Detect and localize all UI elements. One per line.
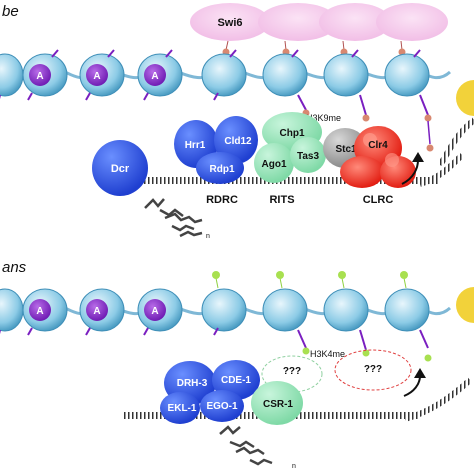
- cde1-label: CDE-1: [221, 375, 251, 386]
- swi6-oval: [376, 3, 448, 41]
- drh3-label: DRH-3: [177, 378, 208, 389]
- nucleosome: A: [137, 53, 183, 97]
- dcr-label: Dcr: [111, 163, 130, 175]
- methyl-mark: [426, 144, 434, 152]
- dna-curve: [419, 152, 465, 187]
- nucleosome: [201, 53, 247, 97]
- nucleosome: [323, 288, 369, 332]
- methyl-mark: [424, 114, 432, 122]
- h3k9me-label: H3K9me: [306, 113, 341, 123]
- stc1-label: Stc1: [335, 144, 357, 155]
- acetyl-label: A: [93, 306, 100, 317]
- nucleosome: [384, 53, 430, 97]
- swi6-label: Swi6: [217, 17, 242, 29]
- nucleosome: [262, 53, 308, 97]
- swi6-oval: [319, 3, 391, 41]
- curved-arrow: [401, 159, 419, 185]
- nucleosome: [0, 53, 24, 97]
- ekl1-label: EKL-1: [168, 403, 197, 414]
- nucleosome: [384, 288, 430, 332]
- dna-tail: [437, 117, 474, 167]
- nucleosome-row: A A A: [0, 49, 434, 152]
- bottom-panel: ans A A A: [0, 259, 474, 470]
- top-species-label: be: [2, 3, 19, 20]
- h3k4-mark: [212, 271, 220, 279]
- swi6-group: Swi6: [190, 3, 448, 56]
- clr4-label: Clr4: [368, 140, 388, 151]
- rna-tail-label: n: [292, 463, 296, 470]
- h3k4-mark: [302, 347, 310, 355]
- bottom-species-label: ans: [2, 259, 27, 276]
- unknown-label-2: ???: [364, 364, 382, 375]
- rdrc-label: RDRC: [206, 194, 238, 206]
- yellow-protein: [456, 287, 474, 323]
- srna-fragments: [219, 425, 273, 466]
- rna-tail-label: n: [206, 233, 210, 240]
- acetyl-label: A: [36, 306, 43, 317]
- rits-label: RITS: [269, 194, 294, 206]
- acetyl-label: A: [93, 71, 100, 82]
- h3k4-mark: [362, 349, 370, 357]
- nucleosome: [201, 288, 247, 332]
- nucleosome-row: A A A: [0, 288, 432, 362]
- unknown-label-1: ???: [283, 366, 301, 377]
- nucleosome: [0, 288, 24, 332]
- dna-curve: [404, 377, 473, 422]
- swi6-oval: [258, 3, 338, 41]
- h3k4-mark: [424, 354, 432, 362]
- hrr1-label: Hrr1: [185, 140, 206, 151]
- rdrc-complex: Hrr1 Cld12 Rdp1 RDRC: [174, 116, 258, 206]
- unknown-factor-outline: [334, 349, 412, 391]
- h3k4-mark: [338, 271, 346, 279]
- tas3-label: Tas3: [297, 151, 319, 162]
- dcr-protein: [92, 140, 148, 196]
- rdp1-label: Rdp1: [210, 164, 235, 175]
- unknown-factor-outline: [261, 355, 323, 393]
- acetyl-label: A: [36, 71, 43, 82]
- ago1-label: Ago1: [262, 159, 287, 170]
- yellow-protein: [456, 80, 474, 116]
- clrc-label: CLRC: [363, 194, 394, 206]
- h3k4me-label: H3K4me: [310, 349, 345, 359]
- methyl-mark: [362, 114, 370, 122]
- nucleosome: [323, 53, 369, 97]
- nucleosome: A: [79, 53, 125, 97]
- acetyl-label: A: [151, 306, 158, 317]
- srna-fragments: [144, 198, 203, 238]
- top-panel: be Swi6 A: [0, 3, 474, 240]
- ego1-label: EGO-1: [206, 401, 238, 412]
- acetyl-label: A: [151, 71, 158, 82]
- swi6-oval: [190, 3, 270, 41]
- nucleosome: A: [22, 53, 68, 97]
- curved-arrow: [403, 375, 421, 397]
- chp1-label: Chp1: [280, 128, 305, 139]
- cld12-label: Cld12: [224, 136, 252, 147]
- h3k4-mark: [400, 271, 408, 279]
- drh3-complex: DRH-3 CDE-1 EKL-1 EGO-1 CSR-1: [160, 360, 303, 425]
- nucleosome: [262, 288, 308, 332]
- csr1-label: CSR-1: [263, 399, 293, 410]
- h3k4-mark: [276, 271, 284, 279]
